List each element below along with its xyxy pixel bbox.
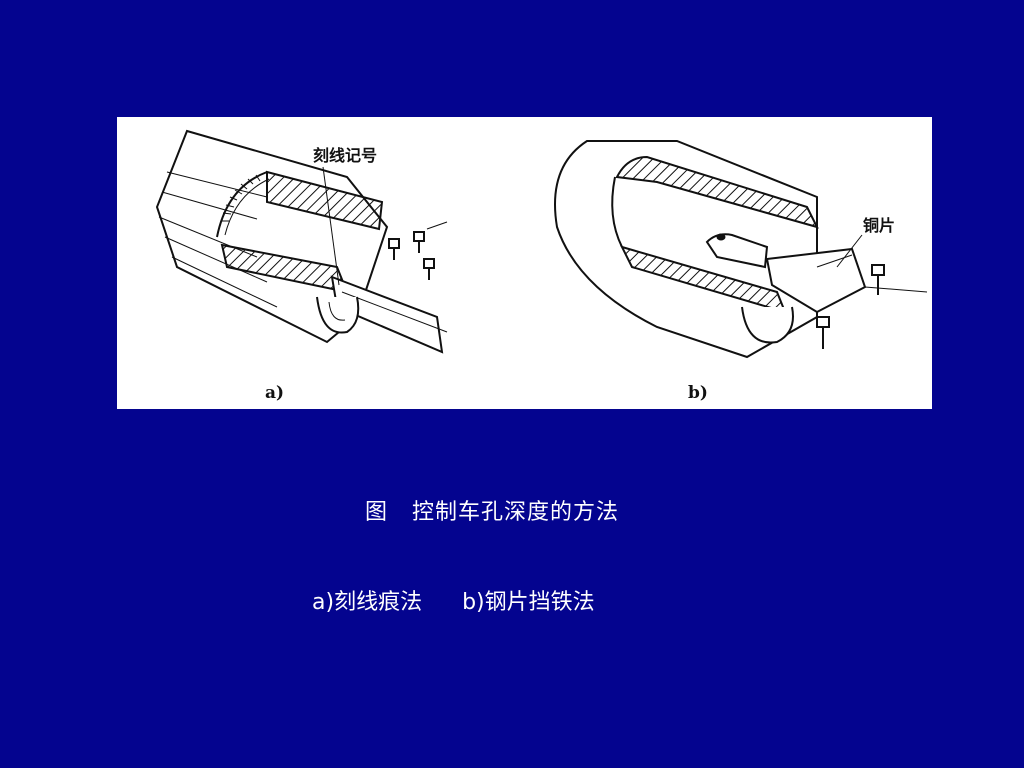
panel-label-a: a) [265,383,284,403]
caption-title: 控制车孔深度的方法 [411,500,619,525]
callout-label-b: 铜片 [863,216,895,235]
diagram-a [155,129,448,354]
figure-subcaption: a)刻线痕法 b)钢片挡铁法 [312,584,595,616]
subcaption-b: b)钢片挡铁法 [462,590,595,615]
figure-caption: 图 控制车孔深度的方法 [0,494,1024,526]
callout-label-a: 刻线记号 [313,146,377,165]
panel-label-b: b) [688,383,708,403]
subcaption-a: a)刻线痕法 [312,590,423,615]
diagram-b [554,140,928,359]
figure-panel: 刻线记号 a) 铜片 b) [117,117,932,409]
technical-drawing: 刻线记号 a) 铜片 b) [155,129,928,403]
caption-prefix: 图 [364,500,388,525]
